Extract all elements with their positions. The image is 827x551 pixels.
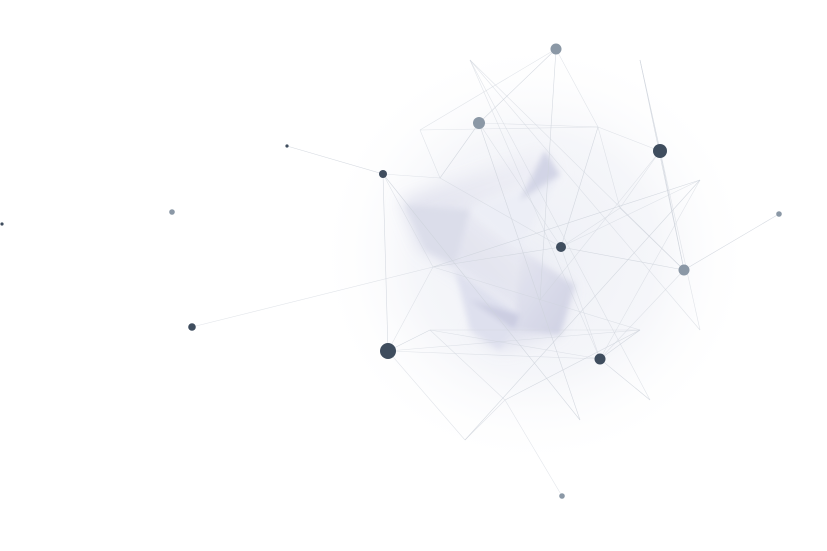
network-edge [539, 150, 661, 301]
network-edge [387, 266, 434, 352]
network-edge [382, 173, 441, 179]
network-node [380, 343, 396, 359]
network-edge [683, 213, 780, 271]
network-edge [599, 358, 651, 401]
network-edge [560, 126, 599, 248]
network-edge [432, 179, 701, 268]
network-edge [597, 126, 621, 209]
background-glow [315, 40, 755, 470]
network-edge [469, 59, 685, 271]
network-node [473, 117, 485, 129]
network-node [379, 170, 387, 178]
network-nodes [0, 43, 782, 499]
network-edge [429, 329, 506, 401]
network-edge [619, 150, 661, 209]
network-node [0, 222, 4, 226]
network-edge [478, 122, 581, 421]
network-edge [432, 246, 562, 268]
network-edge [464, 179, 701, 441]
network-edge [191, 266, 434, 328]
network-edge [599, 179, 701, 360]
network-edge [432, 266, 641, 331]
network-edge [560, 246, 685, 271]
network-edge [439, 177, 562, 248]
network-node [169, 209, 175, 215]
network-edge [469, 59, 601, 360]
network-edge [387, 350, 466, 441]
network-edge [387, 329, 641, 352]
network-edge [597, 126, 661, 152]
network-edge [464, 399, 506, 441]
network-edge [599, 329, 641, 360]
network-edge [599, 269, 685, 360]
network-edge [478, 122, 562, 248]
network-edge [504, 329, 641, 401]
network-node [653, 144, 667, 158]
network-edge [504, 399, 563, 497]
network-edge [639, 59, 685, 271]
network-edges [191, 48, 780, 497]
network-node [556, 242, 566, 252]
network-edge [382, 173, 581, 421]
network-edge [387, 350, 601, 360]
network-node [550, 43, 562, 55]
network-node [559, 493, 565, 499]
network-edge [478, 122, 599, 128]
network-node [188, 323, 196, 331]
network-node [678, 264, 690, 276]
network-edge [560, 179, 701, 248]
network-node [776, 211, 782, 217]
network-edge [286, 145, 384, 175]
network-edge [560, 207, 621, 248]
network-edge [439, 122, 480, 179]
network-edge [382, 173, 389, 352]
network-edge [560, 246, 601, 360]
network-edge [469, 59, 701, 331]
network-edge [382, 173, 434, 268]
network-node [285, 144, 289, 148]
network-edge [469, 59, 651, 401]
network-node [594, 353, 606, 365]
network-edge [419, 48, 557, 131]
network-edge [555, 48, 599, 128]
network-edge [539, 48, 557, 301]
network-edge [429, 329, 601, 360]
network-edge [419, 126, 599, 131]
network-edge [639, 59, 701, 331]
network-edge [419, 129, 441, 179]
